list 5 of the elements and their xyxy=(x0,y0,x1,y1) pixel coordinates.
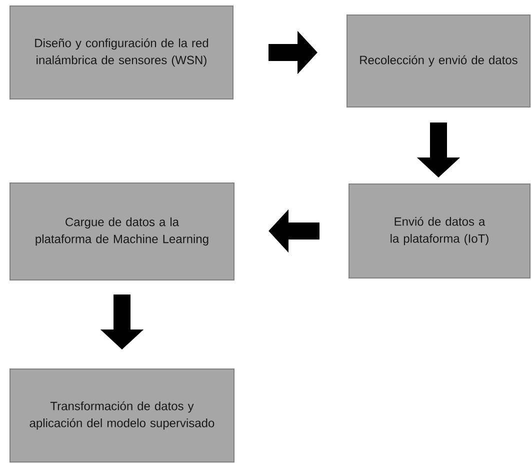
process-box: Transformación de datos y aplicación del modelo supervisado xyxy=(10,368,234,462)
process-box: Recolección y envió de datos xyxy=(346,14,530,108)
process-box: Envió de datos a la plataforma (IoT) xyxy=(348,184,530,278)
process-box: Diseño y configuración de la red inalámbrica de sensores (WSN) xyxy=(10,6,234,100)
process-box: Cargue de datos a la plataforma de Machine Learning xyxy=(10,182,234,280)
